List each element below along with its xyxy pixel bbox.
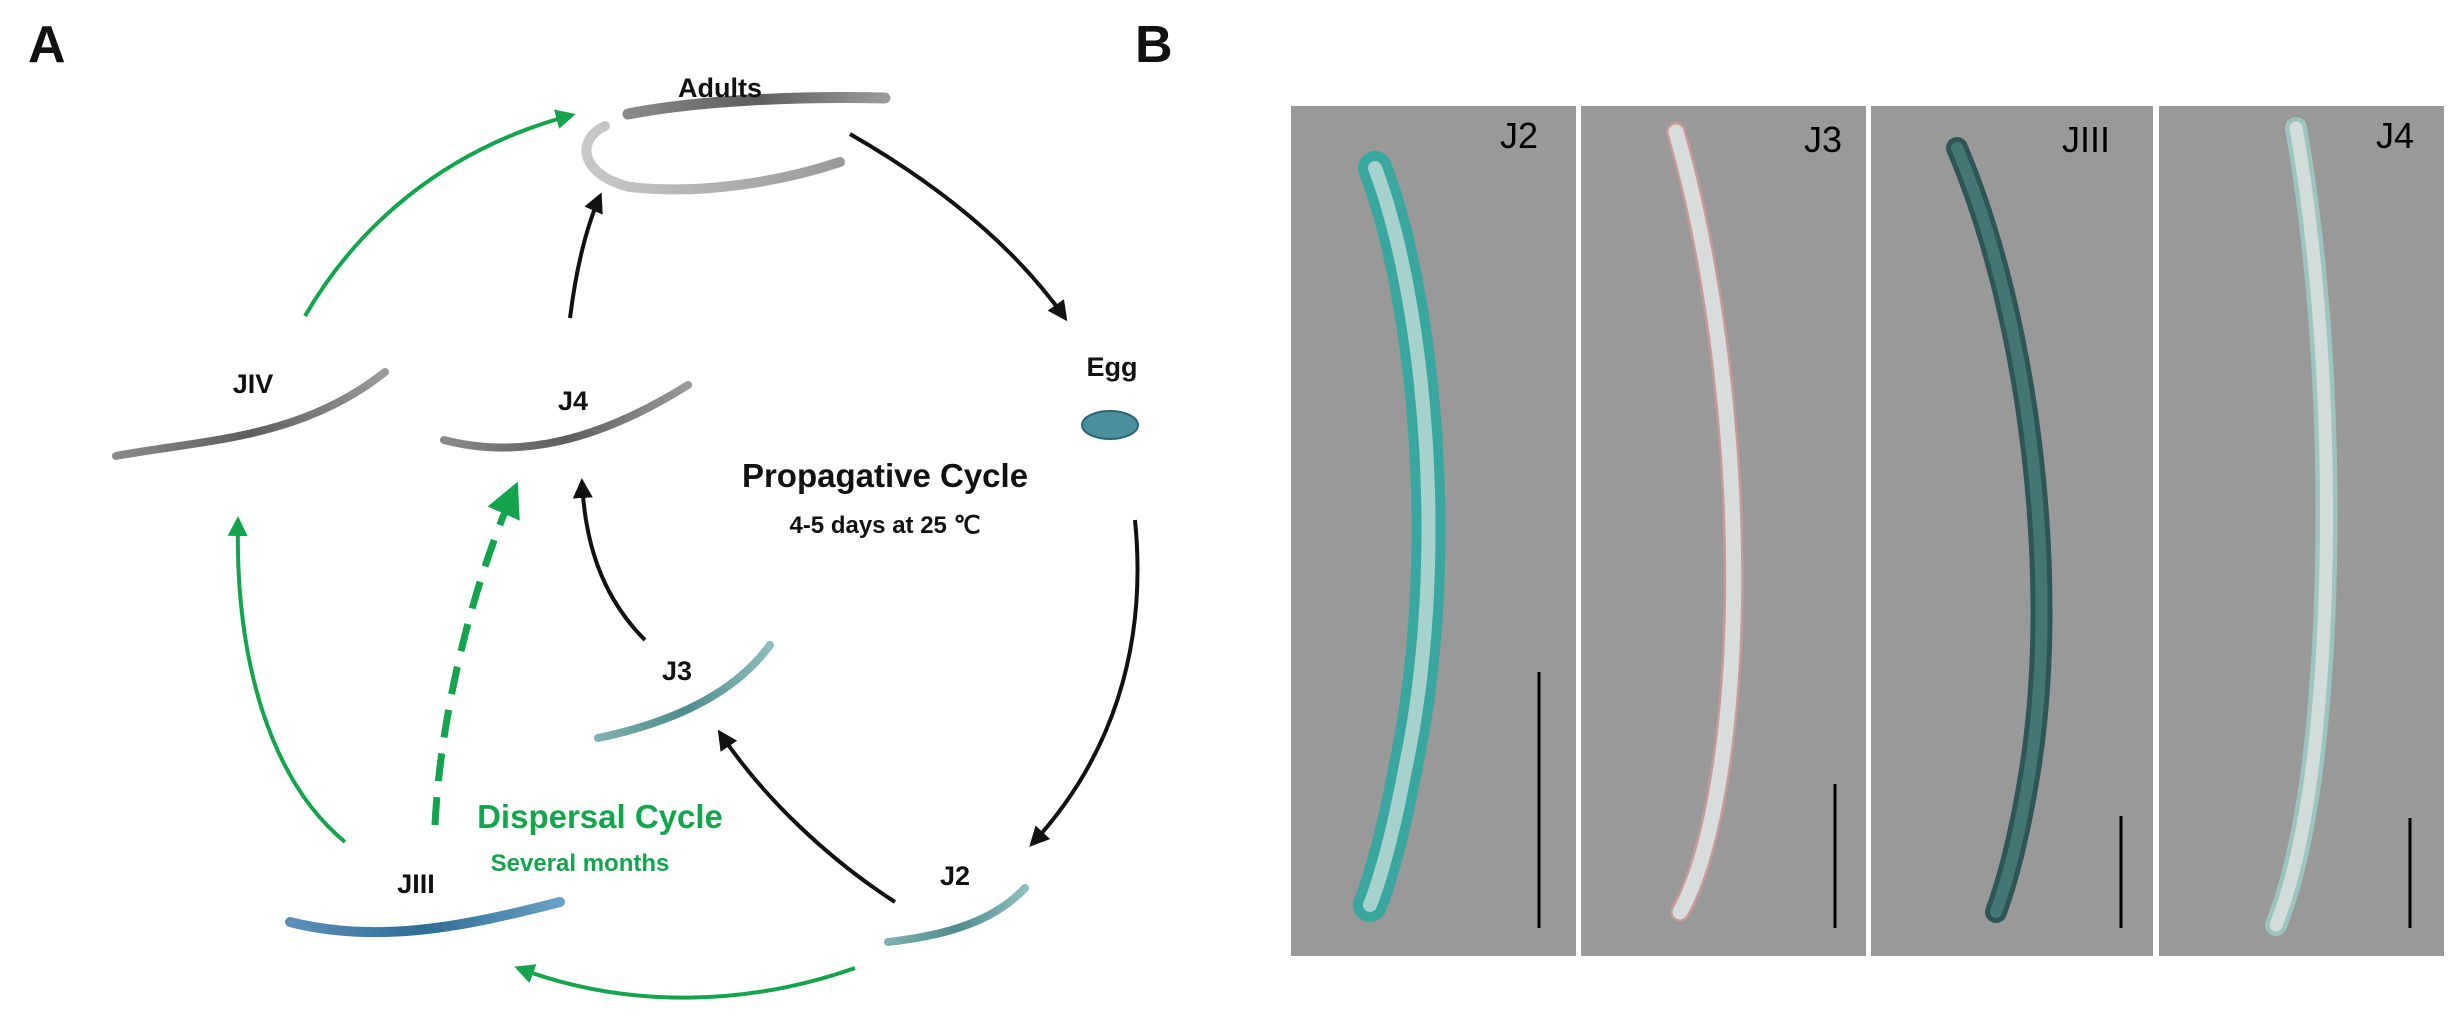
- label-adults: Adults: [678, 73, 762, 103]
- micrograph-label-jiii: JIII: [2062, 119, 2110, 160]
- micrograph-label-j4: J4: [2376, 115, 2414, 156]
- label-j3: J3: [662, 656, 692, 686]
- arrow-j4-to-adults: [568, 192, 603, 319]
- egg-image: [1081, 410, 1139, 440]
- micrograph-label-j2: J2: [1500, 115, 1538, 156]
- arrow-j2-to-jiii: [514, 964, 856, 1000]
- arrow-jiv-to-adults: [303, 109, 576, 318]
- micrograph-j4: J4: [2159, 106, 2444, 956]
- arrow-egg-to-j2: [1029, 519, 1140, 847]
- arrow-j2-to-j3: [717, 729, 897, 904]
- jiii-worm-image: [285, 897, 565, 938]
- arrow-jiii-to-jiv: [227, 516, 347, 844]
- arrow-adults-to-egg: [849, 132, 1068, 322]
- dispersal-arrows: [227, 109, 856, 1000]
- micrograph-j2: J2: [1291, 106, 1576, 956]
- arrow-j3-to-j4: [572, 478, 647, 642]
- dispersal-cycle-title: Dispersal Cycle: [477, 798, 723, 835]
- label-j4: J4: [558, 386, 588, 416]
- j3-worm-image: [594, 641, 774, 742]
- arrow-jiii-to-j4-dashed: [431, 481, 520, 826]
- label-egg: Egg: [1087, 352, 1138, 382]
- micrograph-label-j3: J3: [1804, 119, 1842, 160]
- adult-worms-image: [581, 92, 891, 195]
- j2-worm-image: [884, 884, 1029, 946]
- jiv-worm-image: [112, 368, 389, 460]
- label-jiii: JIII: [397, 869, 435, 899]
- dispersal-cycle-subtitle: Several months: [491, 850, 670, 877]
- propagative-cycle-subtitle: 4-5 days at 25 ℃: [789, 512, 980, 539]
- propagative-cycle-title: Propagative Cycle: [742, 457, 1028, 494]
- micrograph-j3: J3: [1581, 106, 1866, 956]
- label-jiv: JIV: [233, 369, 274, 399]
- label-j2: J2: [940, 861, 970, 891]
- j4-worm-image: [440, 381, 692, 452]
- panel-a-letter: A: [28, 16, 66, 74]
- panel-b-letter: B: [1135, 16, 1173, 74]
- propagative-arrows: [568, 132, 1140, 904]
- micrograph-jiii: JIII: [1871, 106, 2153, 956]
